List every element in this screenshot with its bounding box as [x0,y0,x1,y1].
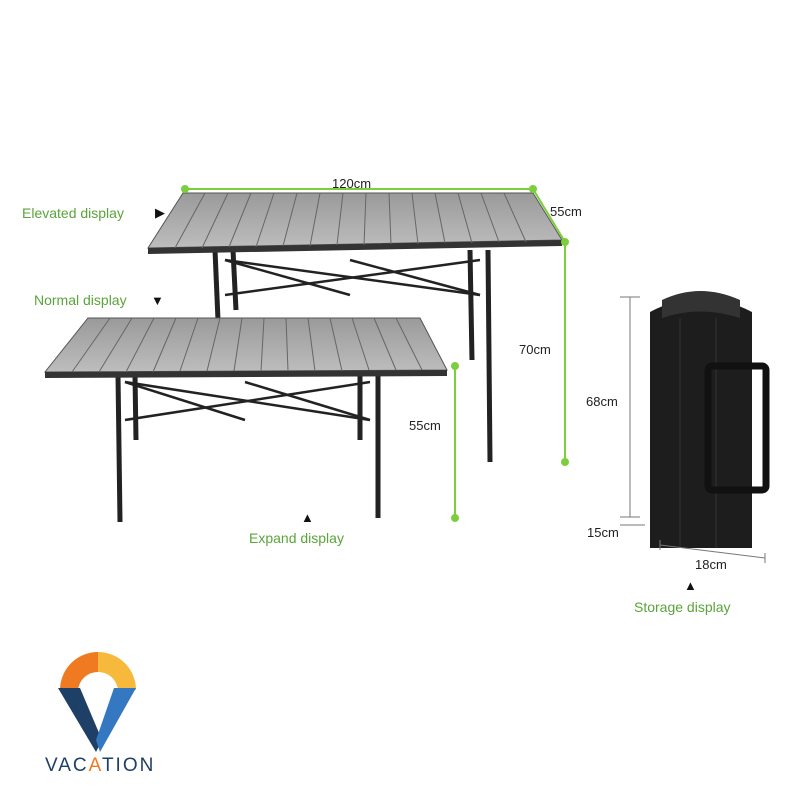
dimension-lines [181,185,569,522]
normal-height-dimension: 55cm [409,418,441,433]
arrow-down-icon: ▼ [151,293,164,308]
storage-bag [650,291,770,548]
storage-display-label: Storage display [634,599,731,615]
elevated-table [147,192,563,463]
normal-display-label: Normal display [34,292,127,308]
length-dimension: 120cm [332,176,372,191]
bag-width-dimension: 18cm [695,557,727,572]
elevated-display-label: Elevated display [22,205,124,221]
arrow-right-icon: ▶ [155,205,165,220]
bag-height-dimension: 68cm [586,394,618,409]
bag-depth-dimension: 15cm [587,525,619,540]
expand-display-label: Expand display [249,530,344,546]
arrow-up-icon: ▲ [301,510,314,525]
normal-table [43,317,448,523]
arrow-up-icon: ▲ [684,578,697,593]
vacation-logo [58,652,136,752]
bag-dimension-lines [620,296,766,563]
elevated-height-dimension: 70cm [519,342,551,357]
logo-wordmark: VACATION [45,755,156,776]
width-dimension: 55cm [550,204,582,219]
